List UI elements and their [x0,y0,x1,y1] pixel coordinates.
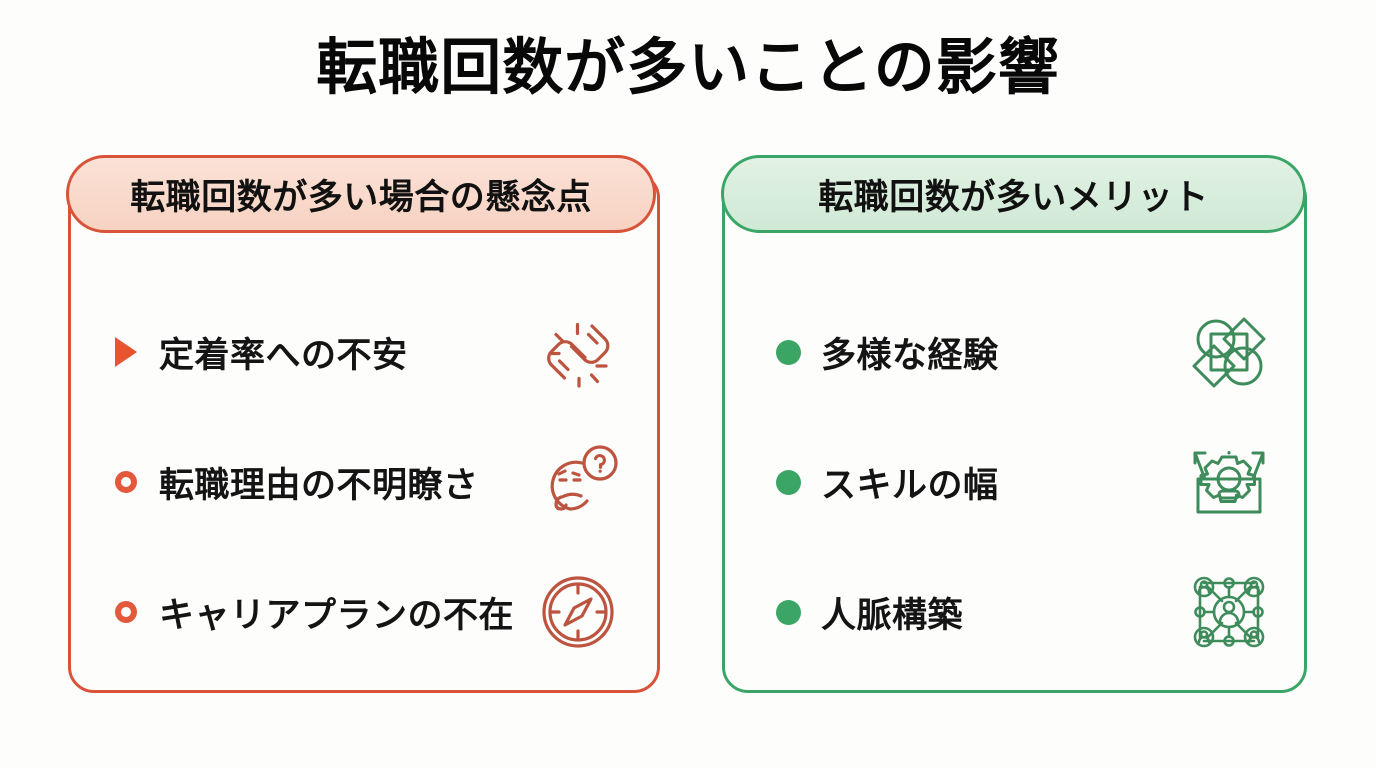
list-item-label: 人脈構築 [821,595,964,636]
list-item-label: 多様な経験 [821,335,999,376]
merits-header-label: 転職回数が多いメリット [818,177,1209,218]
concerns-card: 転職回数が多い場合の懸念点 定着率への不安 [66,155,660,693]
merits-card: 転職回数が多いメリット 多様な経験 [721,155,1307,693]
list-item[interactable]: 多様な経験 [725,287,1304,417]
broken-chain-icon [535,309,621,395]
compass-icon [535,569,621,655]
merits-list: 多様な経験 スキルの幅 [725,287,1304,677]
chevron-bullet-icon [111,337,141,367]
list-item[interactable]: 人脈構築 [725,547,1304,677]
ring-bullet-icon [111,471,141,493]
list-item-label: 転職理由の不明瞭さ [159,465,479,506]
overlapping-shapes-icon [1186,309,1272,395]
ring-bullet-icon [111,601,141,623]
toolbox-gear-arrows-icon [1186,439,1272,525]
list-item[interactable]: 定着率への不安 [71,287,657,417]
concerns-card-header: 転職回数が多い場合の懸念点 [66,155,656,233]
concerns-header-label: 転職回数が多い場合の懸念点 [130,177,592,218]
page-title: 転職回数が多いことの影響 [316,32,1060,103]
dot-bullet-icon [773,339,803,365]
list-item[interactable]: キャリアプランの不在 [71,547,657,677]
people-network-icon [1186,569,1272,655]
list-item-label: キャリアプランの不在 [159,595,515,636]
list-item-label: 定着率への不安 [159,335,408,376]
concerns-list: 定着率への不安 [71,287,657,677]
list-item[interactable]: 転職理由の不明瞭さ [71,417,657,547]
list-item-label: スキルの幅 [821,465,999,506]
dot-bullet-icon [773,599,803,625]
list-item[interactable]: スキルの幅 [725,417,1304,547]
thinking-face-question-icon [535,439,621,525]
merits-card-header: 転職回数が多いメリット [721,155,1306,233]
dot-bullet-icon [773,469,803,495]
